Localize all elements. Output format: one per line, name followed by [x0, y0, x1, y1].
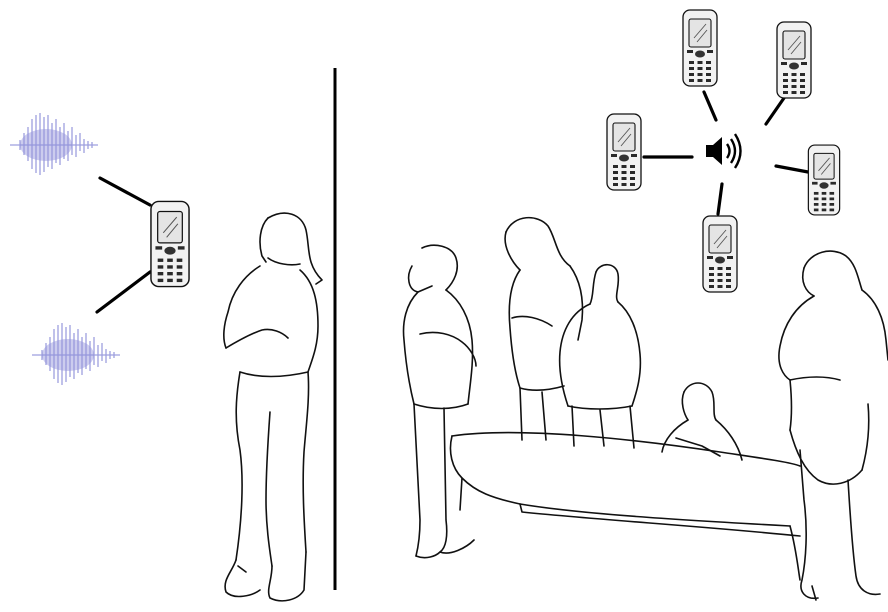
group-of-people-sketch: [404, 218, 888, 600]
connector-line: [776, 166, 808, 172]
connector-line: [766, 98, 784, 124]
left-scene: [10, 113, 322, 601]
mobile-phone-icon: [777, 22, 811, 98]
connector-line: [97, 272, 150, 312]
connector-line: [718, 184, 722, 214]
mobile-phone-icon: [703, 216, 737, 292]
connector-line: [704, 92, 716, 120]
phone-network: [607, 10, 840, 292]
mobile-phone-icon: [808, 145, 839, 215]
connector-line: [100, 178, 150, 205]
sound-wave-icon: [32, 323, 120, 385]
sound-wave-icon: [10, 113, 98, 175]
mobile-phone-icon: [607, 114, 641, 190]
mobile-phone-icon: [683, 10, 717, 86]
standing-woman-figure: [224, 213, 322, 601]
mobile-phone-icon: [151, 201, 189, 286]
speaker-icon: [706, 134, 741, 168]
